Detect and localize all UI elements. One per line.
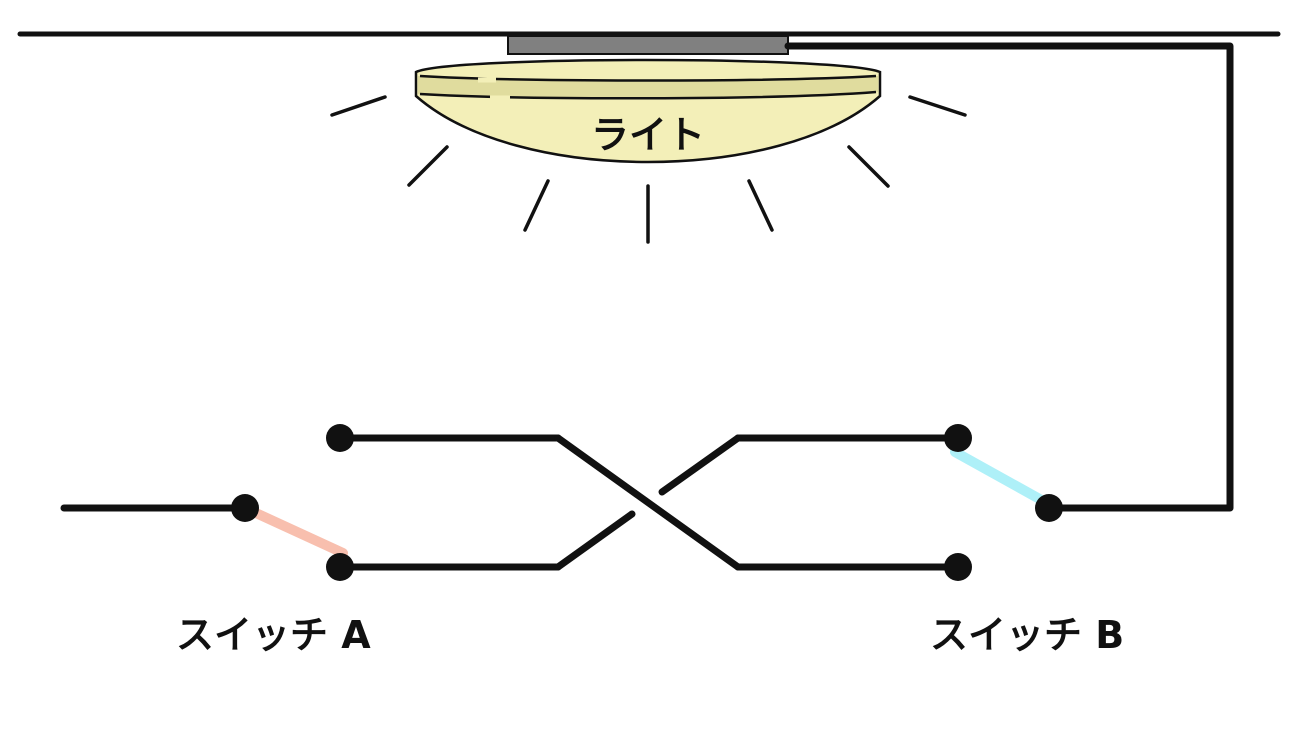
switch-a-label: スイッチ A bbox=[176, 613, 371, 657]
ray-3 bbox=[407, 145, 449, 187]
light-band bbox=[418, 76, 878, 99]
wire-cross-up-left bbox=[554, 510, 636, 571]
light-rays bbox=[330, 95, 967, 244]
wire-light-to-switch-b bbox=[784, 42, 1234, 512]
ray-2 bbox=[908, 95, 967, 117]
light-band-line-bottom bbox=[419, 90, 877, 100]
light-band-line-top bbox=[419, 74, 877, 82]
switch-a-top-terminal bbox=[326, 424, 354, 452]
wire-cross-up-right bbox=[658, 434, 742, 496]
ray-1 bbox=[330, 95, 387, 117]
switch-a-bottom-terminal bbox=[326, 553, 354, 581]
ray-5 bbox=[523, 179, 550, 232]
light-mount bbox=[507, 35, 789, 55]
switch-b-top-terminal bbox=[944, 424, 972, 452]
switch-b-common-terminal bbox=[1035, 494, 1063, 522]
ray-6 bbox=[747, 179, 774, 232]
ray-4 bbox=[847, 145, 890, 188]
switch-b-bottom-terminal bbox=[944, 553, 972, 581]
ceiling-light: ライト bbox=[414, 35, 882, 164]
switch-b-label: スイッチ B bbox=[930, 613, 1124, 657]
wiring bbox=[60, 42, 1234, 571]
wire-cross-down bbox=[554, 434, 742, 571]
switch-a-common-terminal bbox=[231, 494, 259, 522]
light-label: ライト bbox=[591, 113, 705, 157]
switch-b-lever bbox=[950, 447, 1050, 507]
terminals bbox=[231, 424, 1063, 581]
switch-a-lever bbox=[240, 503, 348, 558]
